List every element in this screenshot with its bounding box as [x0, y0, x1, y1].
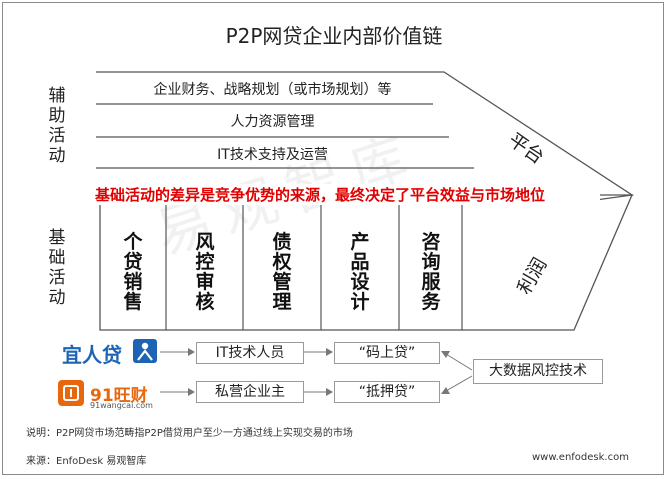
arrow-head: [441, 387, 450, 394]
competitive-advantage-note: 基础活动的差异是竞争优势的来源，最终决定了平台效益与市场地位: [40, 184, 600, 205]
support-activity-hr: 人力资源管理: [230, 114, 315, 130]
product-mashangdai: “码上贷”: [334, 342, 440, 364]
product-diyadai: “抵押贷”: [334, 381, 440, 403]
footnote-website: www.enfodesk.com: [532, 452, 629, 463]
user-type-it-staff: IT技术人员: [196, 342, 304, 364]
connector-arrow: [445, 353, 473, 371]
footnote-source: 来源：EnfoDesk 易观智库: [26, 456, 147, 467]
primary-activities-label: 基础 活动: [48, 228, 66, 308]
arrow-head: [326, 348, 333, 356]
footnote-description: 说明：P2P网贷市场范畴指P2P借贷用户至少一方通过线上实现交易的市场: [26, 428, 353, 439]
wangcai-coin-icon: [58, 380, 84, 406]
arrow-head: [188, 348, 195, 356]
wangcai-logo: 91旺财: [90, 386, 148, 406]
page-title: P2P网贷企业内部价值链: [225, 24, 443, 48]
support-activity-finance-strategy: 企业财务、战略规划（或市场规划）等: [153, 82, 392, 98]
yirendai-logo: 宜人贷: [62, 343, 122, 367]
support-activities-label: 辅助 活动: [48, 86, 66, 166]
support-activity-it: IT技术支持及运营: [217, 147, 328, 163]
user-type-business-owner: 私营企业主: [196, 381, 304, 403]
connector-arrow: [445, 375, 473, 392]
primary-activity-product-design: 产品 设计: [350, 231, 370, 313]
wangcai-logo-url: 91wangcai.com: [90, 401, 153, 410]
primary-activity-risk-review: 风控 审核: [195, 231, 215, 313]
image-frame: [2, 2, 664, 475]
arrow-head: [441, 351, 450, 358]
primary-activity-debt-management: 债权 管理: [272, 231, 292, 313]
primary-activity-loan-sales: 个贷 销售: [123, 231, 143, 313]
yirendai-person-icon: [133, 339, 157, 363]
arrow-head: [326, 388, 333, 396]
arrow-head: [188, 388, 195, 396]
primary-activity-consulting: 咨询 服务: [421, 231, 441, 313]
bigdata-risk-technology: 大数据风控技术: [473, 359, 603, 384]
